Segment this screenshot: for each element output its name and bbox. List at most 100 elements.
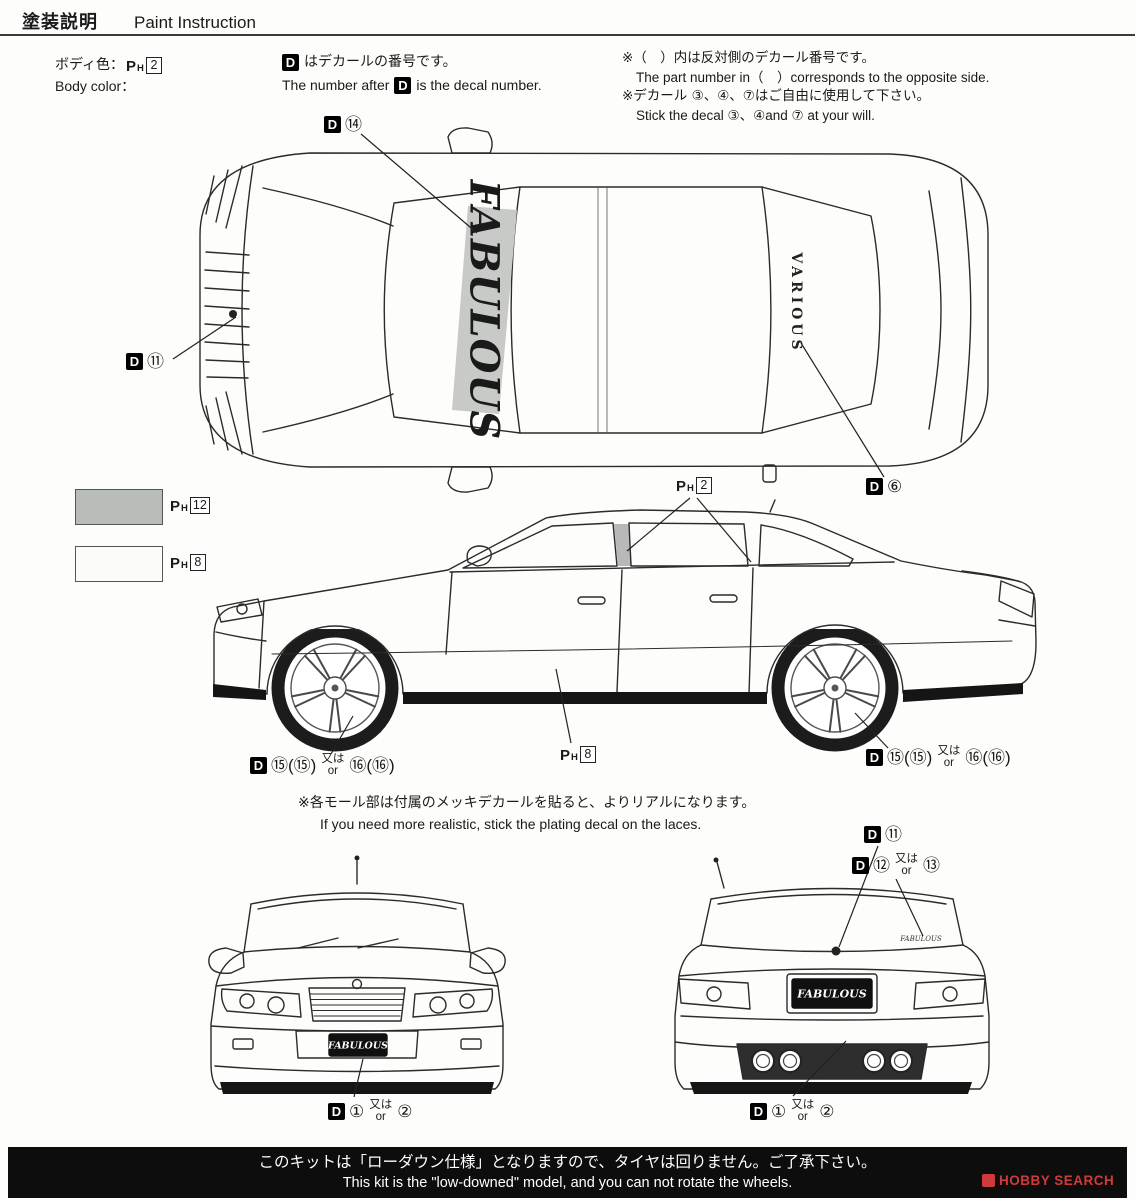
front-underbody xyxy=(220,1082,494,1094)
decal-number-16: ⑯(⑯) xyxy=(349,755,395,775)
or-label: 又は or xyxy=(895,851,918,878)
front-grille xyxy=(308,987,406,1022)
door-handle-front xyxy=(577,596,606,605)
front-wipers xyxy=(297,937,399,949)
footer-warning-jp: このキットは「ローダウン仕様」となりますので、タイヤは回りません。ご了承下さい。 xyxy=(258,1153,877,1171)
side-note-en2: Stick the decal ③、④and ⑦ at your will. xyxy=(636,108,875,123)
leader-lines xyxy=(172,133,924,1098)
rear-plate xyxy=(791,978,873,1009)
paint-h: H xyxy=(687,483,694,494)
front-foglight-right xyxy=(460,1038,482,1050)
leader-rear-d11 xyxy=(838,845,879,948)
decal-d-box: D xyxy=(750,1102,767,1120)
paint-p: P xyxy=(126,58,137,75)
exhaust-tips xyxy=(751,1049,913,1073)
top-mirror-right xyxy=(447,466,493,493)
paint-h: H xyxy=(137,63,144,74)
top-body-outline xyxy=(199,152,989,468)
page-title-jp: 塗装説明 xyxy=(22,12,98,33)
rear-antenna xyxy=(716,861,725,889)
side-wheels xyxy=(278,631,892,745)
top-antenna xyxy=(762,464,777,483)
front-cowl xyxy=(243,945,471,953)
decal-d-box: D xyxy=(866,478,883,495)
body-color-label-jp: ボディ色： xyxy=(55,57,125,73)
front-view-car: FABULOUS xyxy=(208,855,506,1094)
front-mirror-left xyxy=(208,947,245,974)
paint-number: 8 xyxy=(579,746,596,763)
callout-d11-hood: D ⑪ xyxy=(126,353,164,370)
leader-front-badge xyxy=(353,1058,364,1098)
side-window-rear xyxy=(628,522,749,567)
leader-rear-badge xyxy=(792,1040,847,1097)
page-header: 塗装説明 Paint Instruction xyxy=(22,8,256,34)
swatch-label-ph8: P H 8 xyxy=(170,554,206,571)
decal-number-note: D はデカールの番号です。 The number after D is the … xyxy=(282,52,542,96)
decal-d-box: D xyxy=(864,826,881,843)
leader-ph2 xyxy=(626,497,752,563)
side-taillight xyxy=(998,580,1035,618)
rear-wheel xyxy=(778,631,892,745)
top-mirror-left xyxy=(447,127,493,154)
front-roof xyxy=(250,892,464,905)
paint-p: P xyxy=(560,747,571,764)
paint-h: H xyxy=(181,560,188,571)
paint-p: P xyxy=(170,555,181,572)
decal-number-6: ⑥ xyxy=(887,477,903,496)
decal-d-box: D xyxy=(328,1102,345,1120)
color-swatch-white xyxy=(75,546,163,582)
paint-p: P xyxy=(676,478,687,495)
paint-number: 12 xyxy=(189,497,210,514)
callout-ph2-pillar: P H 2 xyxy=(676,477,712,494)
rear-window-decal-text: FABULOUS xyxy=(899,935,942,943)
callout-ph8-body: P H 8 xyxy=(560,746,596,763)
rear-taillight-right xyxy=(913,978,986,1010)
callout-rear-badge: D ① 又は or ② xyxy=(750,1098,835,1124)
paint-code-side: P H 8 xyxy=(560,746,596,763)
paint-number: 2 xyxy=(145,57,162,74)
side-note-jp1: ※（ ）内は反対側のデカール番号です。 xyxy=(622,50,875,66)
decal-number-16: ⑯(⑯) xyxy=(965,747,1011,767)
rear-plate-text: FABULOUS xyxy=(796,988,866,1001)
decal-note-en-post: is the decal number. xyxy=(416,77,542,93)
leader-wheel-left xyxy=(330,715,354,755)
page-title-en: Paint Instruction xyxy=(134,13,256,32)
paint-p: P xyxy=(170,498,181,515)
body-color-label-en: Body color： xyxy=(55,78,136,94)
side-view-car xyxy=(213,499,1037,745)
side-underbody-front xyxy=(213,684,266,700)
header-divider xyxy=(0,34,1135,36)
callout-d6-pillar: D ⑥ xyxy=(866,478,902,495)
leader-rear-d12-13 xyxy=(895,878,924,937)
decal-number-2: ② xyxy=(397,1101,413,1121)
rear-underbody xyxy=(690,1082,972,1094)
windshield-decal-text: FABULOUS xyxy=(461,179,508,441)
side-window-front xyxy=(462,522,618,569)
decal-number-1: ① xyxy=(771,1101,787,1121)
decal-d-box: D xyxy=(250,756,267,774)
or-label: 又は or xyxy=(321,751,345,778)
hobby-search-logo-icon xyxy=(982,1174,995,1187)
paint-code-body: P H 2 xyxy=(126,57,162,74)
side-window-quarter xyxy=(758,524,854,567)
top-view-car: FABULOUS VARIOUS xyxy=(199,127,989,493)
decal-note-en-pre: The number after xyxy=(282,77,390,93)
decal-number-1: ① xyxy=(349,1101,365,1121)
rear-roof xyxy=(710,887,954,900)
windshield-decal-band xyxy=(452,206,517,414)
callout-wheel-left: D ⑮(⑮) 又は or ⑯(⑯) xyxy=(250,752,395,778)
front-headlight-right xyxy=(412,988,494,1018)
decal-d-box: D xyxy=(282,54,299,71)
leader-d11-hood xyxy=(172,316,237,360)
front-headlight-left xyxy=(220,988,302,1018)
mold-note-en: If you need more realistic, stick the pl… xyxy=(320,816,702,832)
mold-note-jp: ※各モール部は付属のメッキデカールを貼ると、よりリアルになります。 xyxy=(298,795,756,811)
decal-d-box: D xyxy=(394,77,412,94)
side-underbody-mid xyxy=(403,692,767,704)
paint-h: H xyxy=(571,752,578,763)
footer-warning-en: This kit is the "low-downed" model, and … xyxy=(342,1175,793,1191)
side-note-jp2: ※デカール ③、④、⑦はご自由に使用して下さい。 xyxy=(622,88,931,104)
callout-rear-d11: D ⑪ xyxy=(864,826,902,843)
